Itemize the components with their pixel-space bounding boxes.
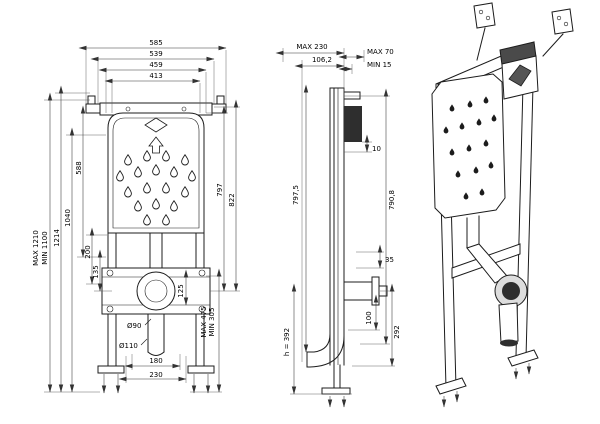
dim-35: 35	[385, 256, 394, 264]
front-drain-bracket	[101, 232, 211, 356]
dim-822: 822	[228, 193, 236, 206]
dim-459: 459	[149, 61, 162, 69]
dim-585: 585	[149, 39, 162, 47]
dim-200: 200	[84, 245, 92, 258]
side-trap	[290, 276, 388, 408]
dim-588: 588	[75, 161, 83, 174]
dim-413: 413	[149, 72, 162, 80]
dim-230: 230	[149, 371, 162, 379]
up-arrow-icon	[148, 136, 164, 154]
dim-539: 539	[149, 50, 162, 58]
front-cistern	[107, 112, 205, 234]
persp-flush-diamond-icon	[508, 64, 532, 87]
dim-180: 180	[149, 357, 162, 365]
dim-max1210: MAX 1210	[32, 230, 40, 266]
dim-135: 135	[92, 265, 100, 278]
dim-h392: h = 392	[283, 328, 291, 356]
flush-plate-diamond-icon	[144, 117, 168, 133]
dim-10: 10	[372, 145, 381, 153]
wall-bracket-right	[551, 8, 574, 35]
dim-1214: 1214	[53, 229, 61, 247]
dim-797-5: 797,5	[292, 185, 300, 205]
dim-106-2: 106,2	[312, 56, 332, 64]
front-view: 585 539 459 413 MAX 1210 MIN 1100 1214 1…	[32, 39, 240, 394]
front-top-dimensions: 585 539 459 413	[78, 39, 227, 113]
drain-outlet-hole	[502, 282, 520, 300]
wall-bracket-left	[473, 2, 496, 29]
dim-max70: MAX 70	[367, 48, 394, 56]
persp-drain	[466, 215, 528, 347]
dim-diam-90: Ø90	[127, 322, 141, 330]
front-bottom-dimensions: Ø90 Ø110 180 230	[118, 318, 187, 383]
dim-min15: MIN 15	[367, 61, 391, 69]
dim-1040: 1040	[64, 209, 72, 227]
dim-min1100: MIN 1100	[41, 231, 49, 264]
dim-100: 100	[365, 311, 373, 324]
dim-diam-110: Ø110	[119, 342, 138, 350]
dim-min305: MIN 305	[208, 308, 216, 337]
persp-feet	[435, 349, 539, 408]
side-frame	[329, 87, 362, 366]
dim-125: 125	[177, 284, 185, 297]
perspective-view	[431, 2, 574, 408]
dim-292: 292	[393, 325, 401, 338]
dim-797: 797	[216, 183, 224, 196]
flush-housing-section	[344, 106, 362, 142]
side-view: MAX 230 106,2 MAX 70 MIN 15 10 797,5 790…	[275, 43, 401, 408]
front-right-dimensions: 797 822 MAX 475 MIN 305 125	[177, 99, 240, 393]
side-dimensions: MAX 230 106,2 MAX 70 MIN 15 10 797,5 790…	[275, 43, 401, 395]
dim-max230: MAX 230	[296, 43, 327, 51]
dim-790-8: 790,8	[388, 190, 396, 210]
dim-max475: MAX 475	[200, 306, 208, 337]
persp-cistern	[431, 41, 539, 219]
front-feet	[97, 365, 215, 394]
front-left-dimensions: MAX 1210 MIN 1100 1214 1040 588 200 135	[32, 85, 112, 393]
